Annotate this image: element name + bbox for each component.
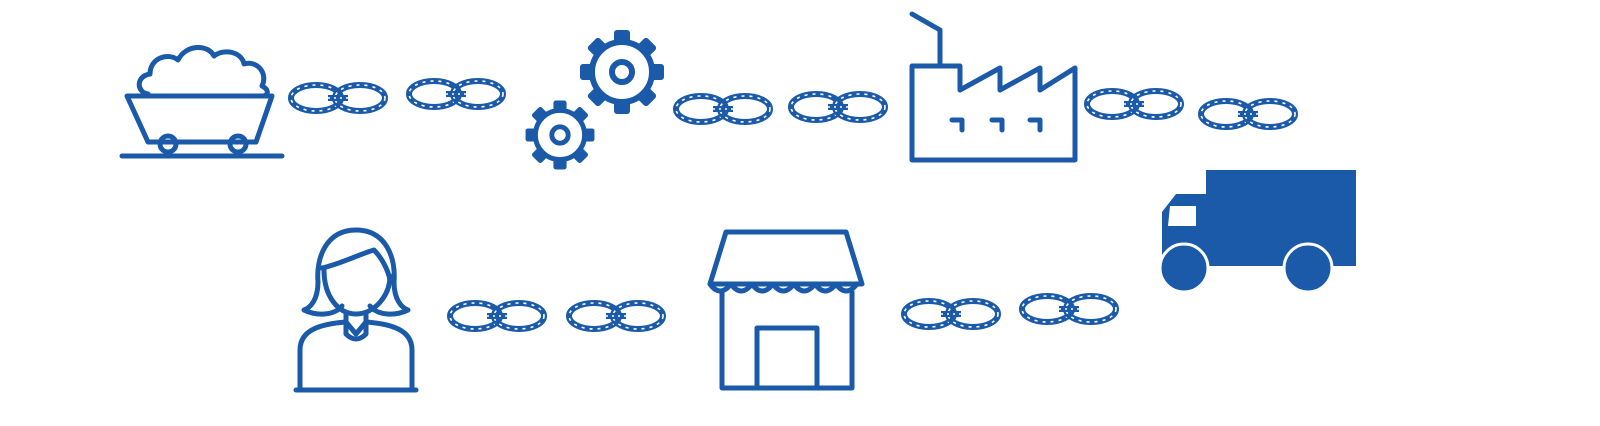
chain-link-icon	[904, 301, 998, 327]
chain-link-icon	[676, 96, 770, 122]
store-icon	[707, 229, 865, 391]
chain-link-icon	[1087, 91, 1181, 117]
chain-link-icon	[1201, 101, 1295, 127]
chain-link-icon	[1022, 296, 1116, 322]
chain-link-icon	[450, 303, 544, 329]
chain-link-icon	[569, 303, 663, 329]
mine-cart-icon	[119, 45, 285, 159]
truck-icon	[1158, 170, 1356, 294]
factory-icon	[909, 11, 1078, 163]
chain-link-icon	[291, 85, 385, 111]
chain-link-icon	[409, 81, 503, 107]
person-icon	[293, 227, 419, 393]
chain-link-icon	[791, 94, 885, 120]
gears-icon	[526, 30, 664, 169]
